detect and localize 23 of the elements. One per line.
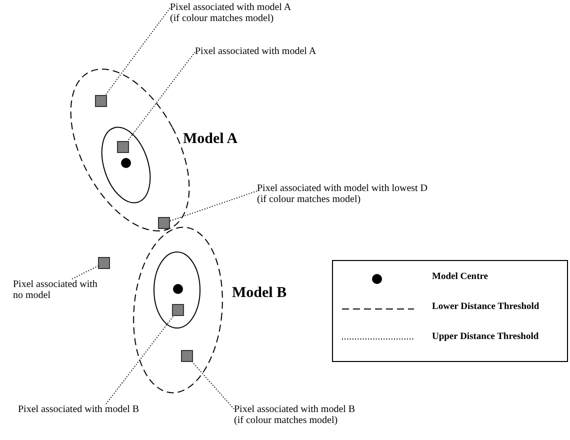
pixel-annotation: Pixel associated with model B xyxy=(18,404,178,415)
leader-line xyxy=(170,190,258,222)
leader-line xyxy=(106,316,174,404)
pixel-annotation: Pixel associated with model A (if colour matches model) xyxy=(170,2,296,24)
legend-text: Model Centre xyxy=(432,272,488,282)
leader-line xyxy=(127,52,196,142)
pixel-annotation: Pixel associated with model A xyxy=(195,46,355,57)
pixel-square xyxy=(98,257,110,269)
pixel-square xyxy=(158,217,170,229)
pixel-annotation: Pixel associated with model with lowest D (if colour matches model) xyxy=(257,183,439,205)
leader-line xyxy=(72,266,98,280)
pixel-annotation: Pixel associated with model B (if colour matches model) xyxy=(234,404,362,426)
leader-line xyxy=(192,362,234,410)
pixel-annotation: Pixel associated with no model xyxy=(13,279,105,301)
leader-line xyxy=(105,8,170,96)
pixel-square xyxy=(181,350,193,362)
model-label: Model B xyxy=(232,285,287,302)
legend-text: Upper Distance Threshold xyxy=(432,332,539,342)
pixel-square xyxy=(95,95,107,107)
pixel-square xyxy=(172,304,184,316)
pixel-square xyxy=(117,141,129,153)
legend-text: Lower Distance Threshold xyxy=(432,302,540,312)
model-label: Model A xyxy=(183,131,238,148)
